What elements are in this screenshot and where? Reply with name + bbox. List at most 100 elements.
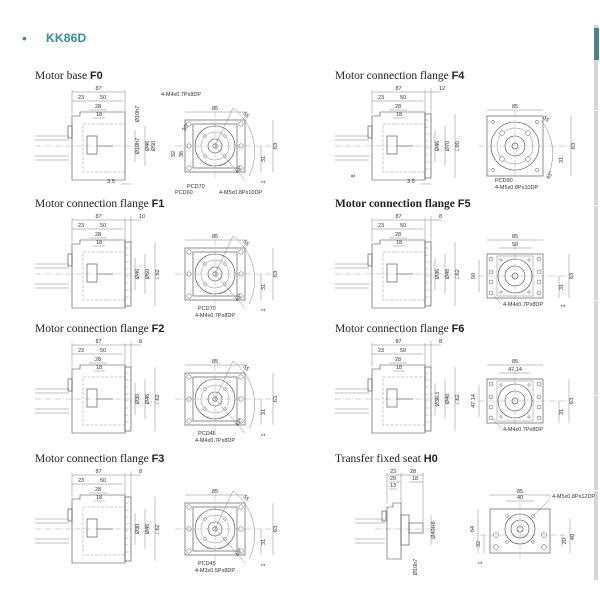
- thread-callout: 4-M5x0.8Px10DP: [495, 185, 538, 191]
- radius-arc: [540, 119, 553, 175]
- dim-front-width: 85: [212, 489, 218, 495]
- radius-arc: [232, 360, 255, 430]
- radius-leader: [214, 490, 234, 530]
- dim-length-c: 28: [95, 487, 101, 493]
- block-title-text: Motor connection flange: [35, 453, 152, 465]
- thread-hole: [223, 387, 227, 391]
- connector-block: [67, 378, 73, 392]
- hidden-outline: [82, 376, 126, 426]
- hidden-outline: [382, 251, 426, 301]
- mount-hole: [488, 290, 494, 296]
- thread-hole: [505, 540, 509, 544]
- dim-offset: 1: [261, 563, 267, 566]
- dim-length-total: 87: [95, 339, 101, 345]
- dim-offset: 1: [261, 433, 267, 436]
- dim-length-a: 23: [390, 469, 396, 475]
- dim-left-1: 32: [171, 151, 177, 157]
- block-title-text: Motor base: [35, 70, 90, 82]
- dim-length-total: 87: [95, 86, 101, 92]
- dim-length-a: 23: [378, 348, 384, 354]
- mount-hole: [488, 381, 494, 387]
- dim-front-width: 85: [512, 359, 518, 365]
- block-title-text: Motor connection flange: [35, 323, 152, 335]
- dim-length-b: 28: [410, 469, 416, 475]
- scrollbar-track[interactable]: [594, 25, 598, 580]
- divider: [594, 205, 599, 206]
- dim-front-height: 63: [571, 143, 577, 149]
- mount-hole: [488, 415, 494, 421]
- dim-diameter-1: Ø40H8: [431, 521, 437, 538]
- dim-diameter-2: Ø46: [145, 524, 151, 534]
- dim-front-half: 31: [559, 157, 565, 163]
- mount-hole: [238, 418, 244, 424]
- mount-hole: [536, 381, 542, 387]
- thread-hole: [203, 282, 207, 286]
- dim-square: □62: [155, 394, 161, 403]
- dim-length-c: 28: [395, 104, 401, 110]
- mount-hole: [536, 415, 542, 421]
- dim-square: □90: [455, 141, 461, 150]
- dim-length-a: 23: [78, 348, 84, 354]
- block-title: Motor connection flange F4: [335, 70, 464, 82]
- dim-left-2: 36: [179, 151, 185, 157]
- dim-length-d: 18: [96, 365, 102, 371]
- thread-hole: [203, 517, 207, 521]
- section-header: • KK86D: [22, 30, 86, 46]
- mount-hole: [536, 394, 542, 400]
- dim-length-a: 23: [378, 223, 384, 229]
- dim-length-total: 87: [395, 339, 401, 345]
- mount-hole: [491, 120, 495, 124]
- dim-length-a: 23: [78, 478, 84, 484]
- dim-diameter-1: Ø38.1: [435, 392, 441, 407]
- pcd-callout: PCD70: [198, 306, 216, 312]
- seat-outline: [386, 502, 402, 560]
- dim-length-c: 28: [95, 232, 101, 238]
- thread-hole: [203, 262, 207, 266]
- thread-hole: [223, 262, 227, 266]
- block-title-text: Motor connection flange: [35, 198, 152, 210]
- thread-hole: [499, 415, 503, 419]
- dim-diameter-1: Ø10h7: [135, 106, 141, 123]
- connector-block: [367, 253, 373, 267]
- mount-hole: [488, 404, 494, 410]
- dim-left: 47.14: [471, 394, 477, 408]
- dim-diameter-1: Ø36: [435, 269, 441, 279]
- dim-left: 8: [351, 174, 357, 177]
- dim-front-height: 63: [569, 398, 575, 404]
- shaft-outline: [408, 522, 424, 534]
- mount-hole: [541, 544, 547, 550]
- connector-block: [367, 378, 373, 392]
- dim-flange-length: 12: [439, 86, 445, 92]
- block-title-text: Motor connection flange: [335, 323, 452, 335]
- dim-front-height: 63: [273, 271, 279, 277]
- coupling-block: [86, 388, 98, 408]
- coupling-block: [386, 135, 398, 155]
- dim-diameter-2: Ø48: [445, 269, 451, 279]
- thread-hole: [203, 387, 207, 391]
- dim-flange-length: 8: [139, 339, 142, 345]
- scrollbar-thumb[interactable]: [594, 28, 599, 60]
- dim-length-b: 50: [400, 95, 406, 101]
- thread-hole: [223, 134, 227, 138]
- dim-offset: 1: [261, 308, 267, 311]
- pcd-callout: PCD45: [198, 561, 216, 567]
- block-title: Motor connection flange F2: [35, 323, 164, 335]
- dim-front-height: 63: [273, 396, 279, 402]
- dim-length-a: 23: [78, 95, 84, 101]
- product-model: KK86D: [46, 31, 87, 45]
- leader-line: [492, 293, 502, 305]
